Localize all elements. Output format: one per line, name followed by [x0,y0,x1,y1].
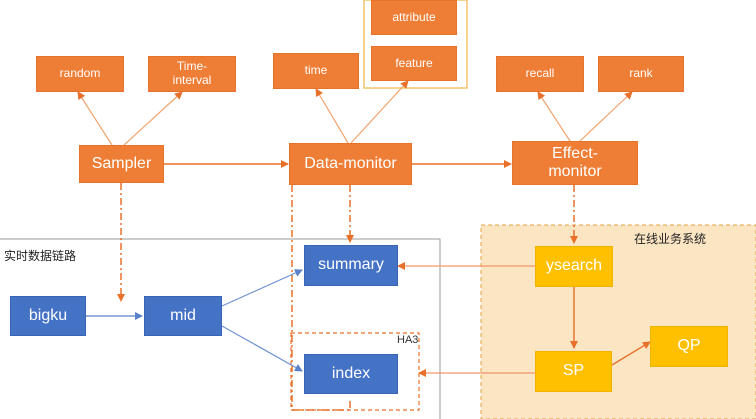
effect-monitor-node: Effect- monitor [512,141,638,185]
realtime-region-frame [0,238,441,419]
sampler-to-timeinterval-arrow [123,91,183,146]
summary-node: summary [304,245,398,286]
attribute-node: attribute [371,0,457,35]
random-node: random [36,56,124,92]
sampler-node: Sampler [79,145,164,183]
ha3-label: HA3 [397,334,419,346]
recall-node: recall [496,56,584,92]
datamonitor-to-time-arrow [315,88,349,144]
bigku-node: bigku [10,296,86,336]
data-monitor-node: Data-monitor [289,143,412,185]
sp-to-qp-arrow [611,341,651,366]
index-node: index [304,354,398,394]
time-node: time [273,53,359,89]
mid-to-index-arrow [221,325,303,372]
mid-to-summary-arrow [221,269,303,307]
sampler-to-random-arrow [77,91,113,146]
realtime-region-label: 实时数据链路 [4,249,77,263]
effectmonitor-to-recall-arrow [537,91,571,142]
qp-node: QP [650,326,728,367]
datamonitor-to-ha3-dashed-bracket [291,185,351,411]
sp-node: SP [535,351,612,392]
ysearch-node: ysearch [535,246,613,287]
online-system-region [480,224,756,419]
attribute-feature-frame [363,0,468,89]
mid-node: mid [144,296,222,336]
rank-node: rank [598,56,684,92]
feature-node: feature [371,46,457,81]
effectmonitor-to-rank-arrow [579,91,633,142]
online-region-label: 在线业务系统 [634,232,707,246]
datamonitor-to-feature-arrow [350,80,409,144]
time-interval-node: Time- interval [148,56,236,92]
ha3-frame [290,332,420,411]
